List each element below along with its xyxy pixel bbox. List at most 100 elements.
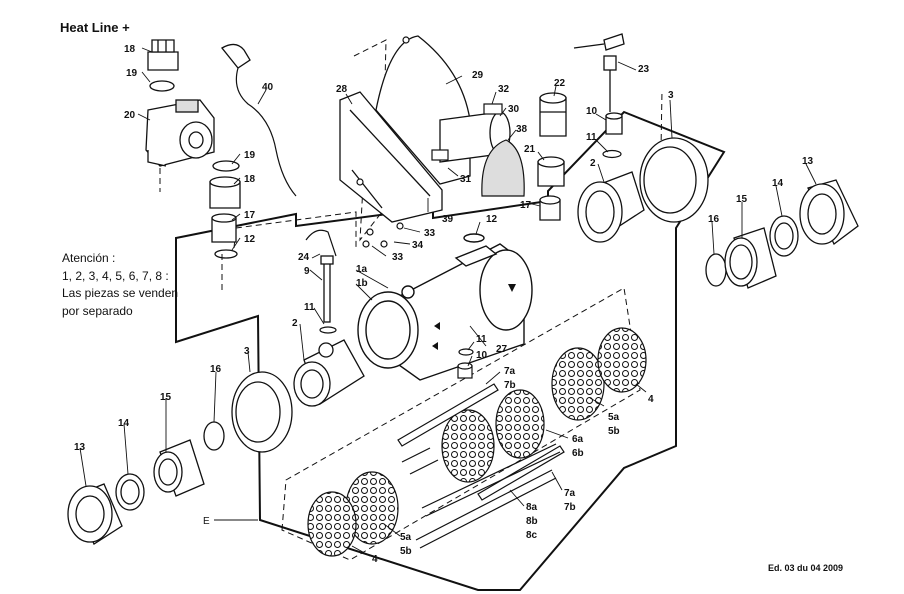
- mounting-screws: [356, 36, 410, 248]
- main-body-27: [357, 233, 533, 381]
- callout-14-left: 14: [118, 418, 130, 429]
- power-plug: [221, 43, 251, 69]
- callout-6a: 6a: [572, 434, 584, 445]
- callout-29: 29: [472, 70, 484, 81]
- drain-plug-10: [457, 362, 473, 379]
- callout-32: 32: [498, 84, 510, 95]
- callout-5b-right: 5b: [608, 426, 620, 437]
- seal-ring-16-right: [705, 253, 727, 287]
- callout-4-right: 4: [648, 394, 654, 405]
- tail-piece-15-right: [724, 227, 777, 289]
- callout-5a-left: 5a: [400, 532, 412, 543]
- diagram-title: Heat Line +: [60, 20, 130, 35]
- callout-23: 23: [638, 64, 650, 75]
- fitting-17-right: [539, 195, 561, 221]
- sensor-gland-10: [605, 112, 623, 135]
- edition-label: Ed. 03 du 04 2009: [768, 563, 844, 573]
- callout-8b: 8b: [526, 516, 538, 527]
- terminal-block: [483, 103, 503, 115]
- callout-9: 9: [304, 266, 310, 277]
- circulation-pump: [145, 99, 215, 167]
- seal-ring-19-top: [149, 80, 175, 92]
- callout-20: 20: [124, 110, 136, 121]
- callout-10-lower: 10: [476, 350, 488, 361]
- callout-10-top: 10: [586, 106, 598, 117]
- union-nut-3-left: [231, 371, 293, 453]
- baffle-plates: [441, 389, 545, 483]
- union-fitting-18: [209, 176, 241, 209]
- union-nut-13-left: [67, 483, 123, 545]
- pipe-adapter-14-left: [115, 473, 145, 511]
- callout-11-lower: 11: [476, 334, 487, 345]
- callout-15-right: 15: [736, 194, 748, 205]
- callout-8a: 8a: [526, 502, 538, 513]
- callout-17-left: 17: [244, 210, 256, 221]
- callout-7b-upper: 7b: [504, 380, 516, 391]
- callout-18-lower: 18: [244, 174, 256, 185]
- display-window: [481, 139, 525, 197]
- callout-38: 38: [516, 124, 528, 135]
- note-line-1: Atención :: [62, 251, 116, 265]
- callout-28: 28: [336, 84, 348, 95]
- callout-33-lower: 33: [392, 252, 404, 263]
- callout-7a-lower: 7a: [564, 488, 576, 499]
- callout-19-top: 19: [126, 68, 138, 79]
- seal-ring-11-right: [602, 149, 622, 159]
- seal-ring-16-left: [203, 421, 225, 451]
- tail-piece-15-left: [153, 439, 205, 497]
- callout-31: 31: [460, 174, 472, 185]
- union-nut-3-right: [639, 137, 709, 223]
- note-line-2: 1, 2, 3, 4, 5, 6, 7, 8 :: [62, 268, 169, 283]
- callout-2-left: 2: [292, 318, 298, 329]
- callout-4-left: 4: [372, 554, 378, 565]
- callout-17-right: 17: [520, 200, 532, 211]
- spacer-rods-7: [397, 383, 565, 501]
- callout-5a-right: 5a: [608, 412, 620, 423]
- callout-3-right: 3: [668, 90, 674, 101]
- note-line-3: Las piezas se venden: [62, 286, 179, 300]
- callout-8c: 8c: [526, 530, 538, 541]
- callout-33-upper: 33: [424, 228, 436, 239]
- callout-7b-lower: 7b: [564, 502, 576, 513]
- callout-2-right: 2: [590, 158, 596, 169]
- callout-13-right: 13: [802, 156, 814, 167]
- callout-22: 22: [554, 78, 566, 89]
- callout-39: 39: [442, 214, 454, 225]
- availability-note: Atención : 1, 2, 3, 4, 5, 6, 7, 8 : Las …: [62, 250, 178, 320]
- assembly-letter: E: [203, 516, 210, 527]
- power-cable: [235, 67, 297, 197]
- temperature-sensor: [573, 33, 625, 112]
- callout-1a: 1a: [356, 264, 368, 275]
- connector-block: [431, 149, 449, 161]
- outlet-flange-2-right: [577, 171, 645, 243]
- callout-1b: 1b: [356, 278, 368, 289]
- seal-ring-12-left: [214, 249, 238, 259]
- callout-34: 34: [412, 240, 424, 251]
- note-line-4: por separado: [62, 303, 133, 318]
- seal-ring-11-left: [319, 326, 337, 334]
- fitting-21: [537, 156, 565, 187]
- seal-ring-11-lower: [458, 348, 474, 356]
- callout-7a-upper: 7a: [504, 366, 516, 377]
- union-nut-top: [147, 39, 179, 71]
- flow-arrows: [432, 284, 516, 350]
- callout-21: 21: [524, 144, 536, 155]
- callout-12-left: 12: [244, 234, 256, 245]
- outlet-flange-2-left: [293, 339, 365, 407]
- callout-labels: 18 19 20 40 19 18 17 12 28 29 32 30 38 3…: [74, 44, 814, 565]
- seal-ring-19-lower: [212, 160, 240, 172]
- callout-13-left: 13: [74, 442, 86, 453]
- callout-6b: 6b: [572, 448, 584, 459]
- pipe-adapter-14-right: [769, 215, 799, 257]
- fitting-17-left: [211, 213, 237, 243]
- callout-5b-left: 5b: [400, 546, 412, 557]
- union-nut-13-right: [799, 179, 859, 246]
- callout-24: 24: [298, 252, 310, 263]
- heating-elements-8: [401, 443, 561, 549]
- sensor-probe-9: [320, 255, 334, 323]
- callout-11-top: 11: [586, 132, 597, 143]
- callout-16-right: 16: [708, 214, 720, 225]
- end-plate-4: [307, 327, 647, 557]
- callout-14-right: 14: [772, 178, 784, 189]
